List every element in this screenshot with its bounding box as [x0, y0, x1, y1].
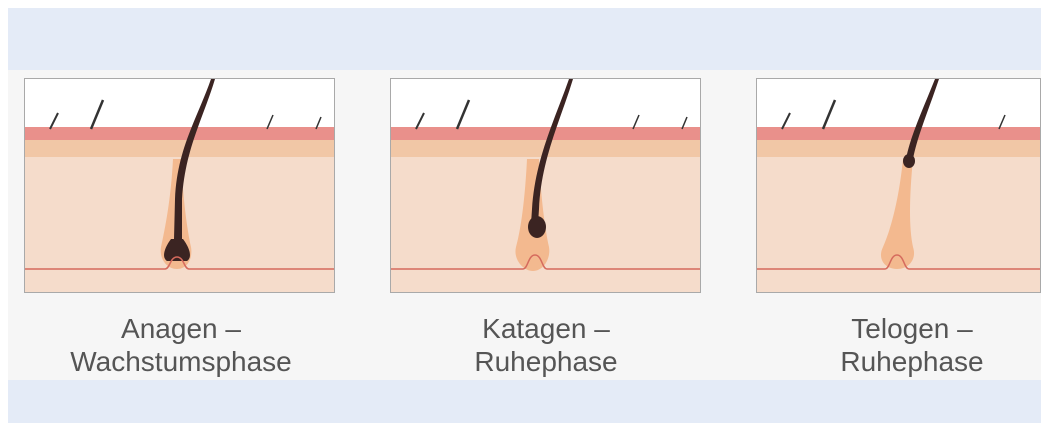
- katagen-subtitle: Ruhephase: [386, 345, 706, 378]
- telogen-caption: Telogen – Ruhephase: [752, 312, 1041, 378]
- epidermis-layer: [25, 127, 335, 140]
- hair-club: [903, 154, 915, 168]
- epidermis-layer: [391, 127, 701, 140]
- anagen-illustration: [24, 78, 335, 293]
- hair-club: [528, 216, 546, 238]
- katagen-caption: Katagen – Ruhephase: [386, 312, 706, 378]
- katagen-title: Katagen –: [386, 312, 706, 345]
- anagen-subtitle: Wachstumsphase: [21, 345, 341, 378]
- telogen-title: Telogen –: [752, 312, 1041, 345]
- epidermis-layer: [757, 127, 1041, 140]
- katagen-illustration: [390, 78, 701, 293]
- anagen-caption: Anagen – Wachstumsphase: [21, 312, 341, 378]
- telogen-illustration: [756, 78, 1041, 293]
- telogen-subtitle: Ruhephase: [752, 345, 1041, 378]
- anagen-title: Anagen –: [21, 312, 341, 345]
